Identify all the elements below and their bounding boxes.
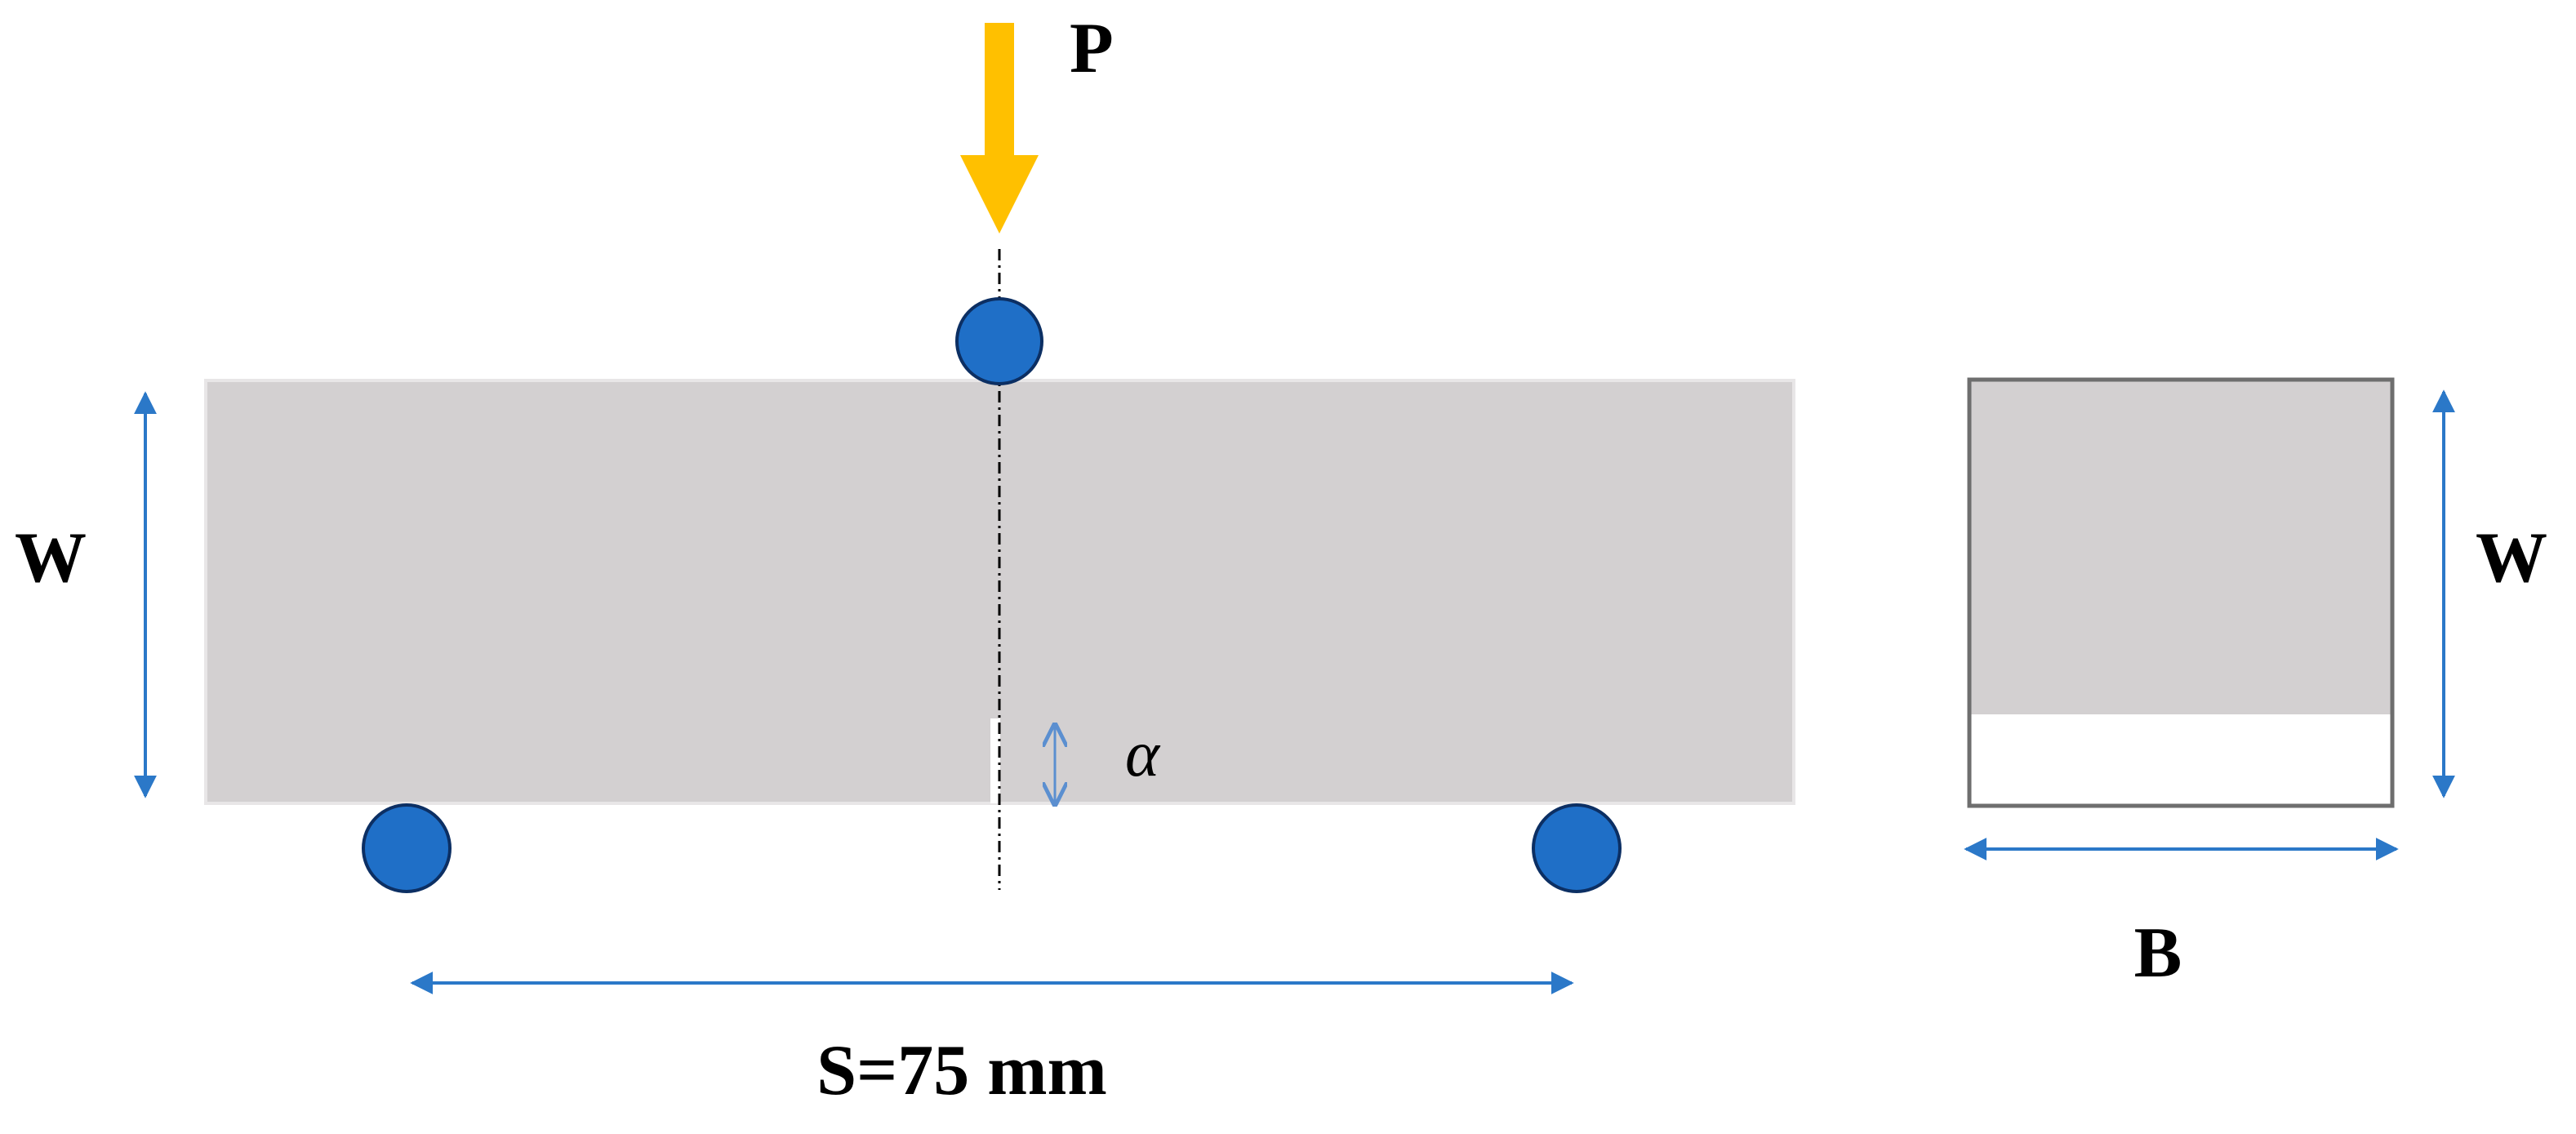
- right-support-roller-icon: [1532, 803, 1622, 893]
- breadth-label: B: [2134, 914, 2182, 993]
- load-arrow-icon: [960, 23, 1039, 233]
- notch: [990, 718, 1000, 803]
- cross-section-notch: [1969, 714, 2392, 806]
- loading-roller-icon: [955, 297, 1043, 385]
- notch-depth-label: α: [1125, 718, 1161, 790]
- span-label: S=75 mm: [816, 1031, 1107, 1110]
- height-label-left: W: [15, 518, 87, 598]
- height-label-right: W: [2476, 518, 2547, 598]
- load-label: P: [1070, 9, 1114, 88]
- cross-section-fill: [1969, 380, 2392, 714]
- left-support-roller-icon: [362, 803, 452, 893]
- cross-section: [1967, 377, 2395, 808]
- cross-section-outline: [1967, 377, 2395, 808]
